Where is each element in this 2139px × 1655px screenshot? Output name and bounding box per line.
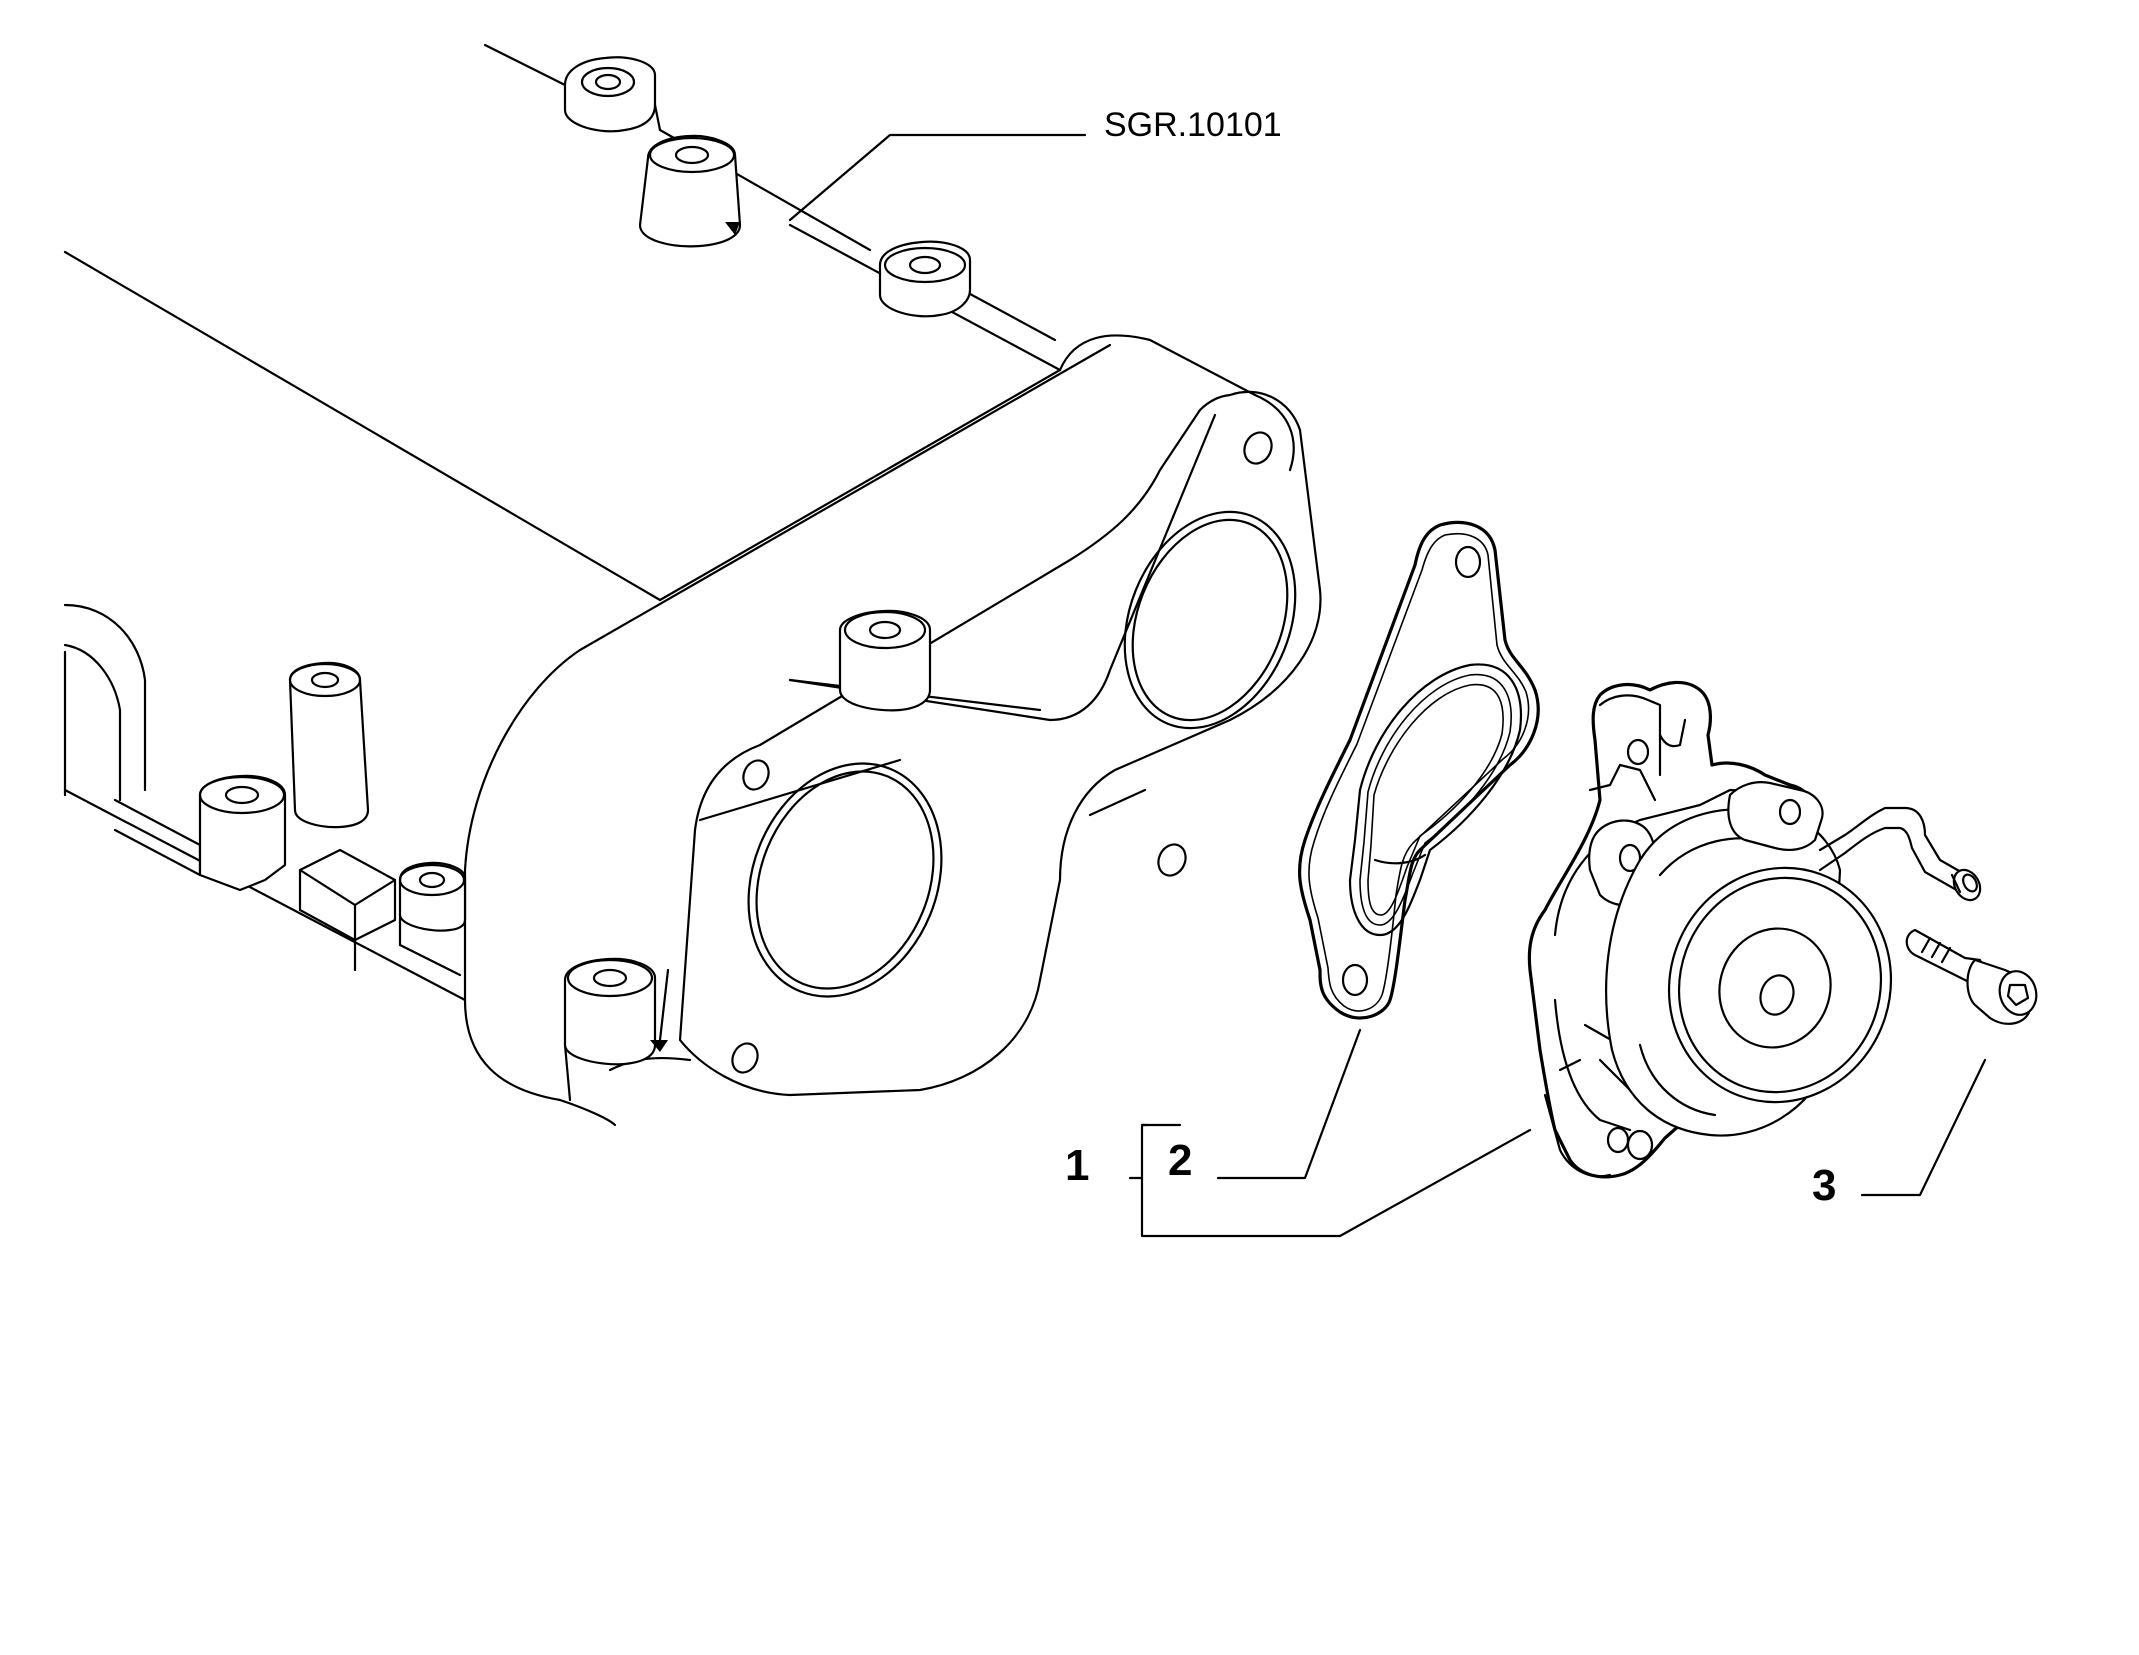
head-studs	[198, 56, 972, 1066]
reference-label: SGR.10101	[1104, 106, 1282, 144]
leader-lines	[788, 133, 1987, 1238]
callout-3: 3	[1812, 1161, 1836, 1210]
gasket-part	[1297, 520, 1540, 1020]
pump-assembly	[1527, 680, 1982, 1179]
bolt-part	[1905, 928, 2038, 1025]
callout-1: 1	[1065, 1141, 1089, 1190]
callout-2: 2	[1168, 1136, 1192, 1185]
